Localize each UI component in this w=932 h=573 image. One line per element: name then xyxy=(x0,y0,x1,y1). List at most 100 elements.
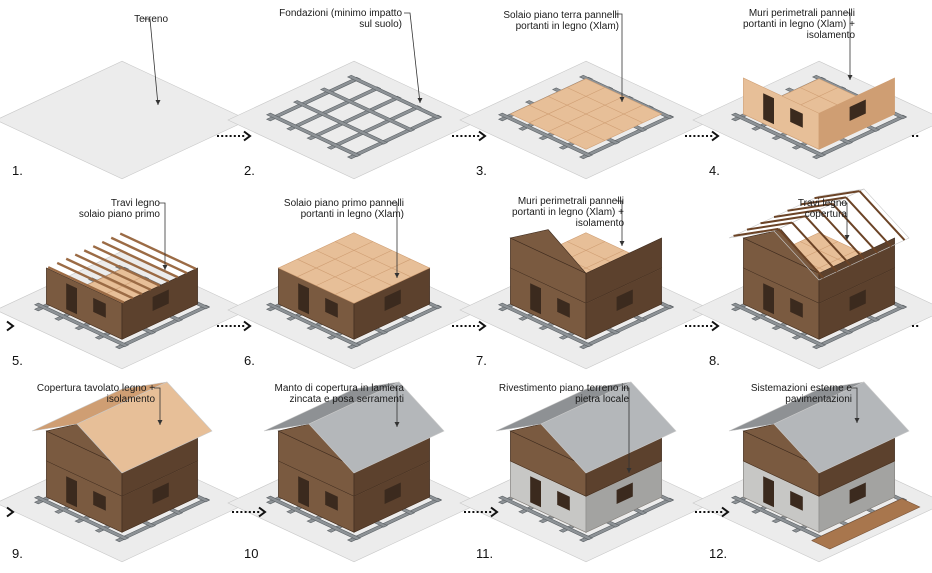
roof-rafter xyxy=(818,209,865,260)
foundation-beam xyxy=(265,76,362,122)
sequence-arrow xyxy=(685,130,720,142)
step-label-line: isolamento xyxy=(106,394,155,405)
arrow-head xyxy=(243,320,252,332)
sequence-arrow xyxy=(695,506,730,518)
step-number: 7. xyxy=(476,353,487,368)
ground-floor-slab xyxy=(509,78,663,150)
roof-rafter xyxy=(831,203,879,254)
step-illustration xyxy=(227,202,481,370)
step-number: 12. xyxy=(709,546,728,561)
foundation-beam xyxy=(33,302,130,348)
floor-beam xyxy=(56,261,134,300)
roof-rafter xyxy=(804,215,852,266)
step-label-line: pavimentazioni xyxy=(785,394,852,405)
roof-rafter xyxy=(760,215,806,225)
foundation-beam xyxy=(326,105,422,150)
sequence-arrow xyxy=(6,506,15,518)
step-number: 9. xyxy=(12,546,23,561)
leader-line xyxy=(844,12,851,80)
wall-openings xyxy=(298,476,401,511)
floor-beam xyxy=(119,232,197,270)
wall-openings xyxy=(763,476,866,511)
sequence-arrow xyxy=(6,320,15,332)
leader-line xyxy=(154,387,161,425)
metal-roof xyxy=(495,381,677,474)
arrow-head xyxy=(258,506,267,518)
step-drawing xyxy=(459,60,713,180)
step-illustration xyxy=(459,200,713,370)
roof-plane-front xyxy=(540,381,677,474)
step-number: 6. xyxy=(244,353,255,368)
sequence-arrow xyxy=(232,506,267,518)
door-opening xyxy=(763,93,774,125)
leader-line xyxy=(404,12,421,104)
foundation-beam xyxy=(811,304,908,350)
window-opening xyxy=(384,482,401,504)
arrow-head xyxy=(478,320,487,332)
arrow-head xyxy=(6,320,15,332)
foundation-beam xyxy=(578,114,675,160)
window-opening xyxy=(152,289,169,311)
window-opening xyxy=(616,289,633,311)
foundation-beam xyxy=(578,304,675,350)
foundation-beam xyxy=(286,86,382,131)
step-label-line: portanti in legno (Xlam) xyxy=(300,209,404,220)
step-label-line: Travi legno xyxy=(110,198,160,209)
step-drawing xyxy=(692,188,932,370)
wall-openings xyxy=(763,283,866,318)
door-opening xyxy=(763,283,774,315)
foundation-beam xyxy=(265,112,362,158)
foundation-beam xyxy=(578,74,675,120)
step-drawing xyxy=(692,381,932,563)
wall-openings xyxy=(530,283,633,318)
floor-beam xyxy=(83,249,161,287)
leader-line xyxy=(391,202,398,278)
leader-arrowhead xyxy=(847,75,853,80)
floor-beam xyxy=(47,266,125,304)
foundation-beam xyxy=(346,497,443,543)
panel-joint xyxy=(529,104,606,141)
leader-line xyxy=(616,200,623,246)
leader-arrowhead xyxy=(394,422,400,427)
foundation-beam xyxy=(497,302,594,348)
leader-arrowhead xyxy=(162,265,168,270)
step-label: Terreno xyxy=(108,14,168,25)
first-floor-walls xyxy=(743,430,895,497)
step-label-line: Manto di copertura in lamiera xyxy=(274,383,404,394)
window-opening xyxy=(849,482,866,504)
step-label-line: portanti in legno (Xlam) + xyxy=(511,207,624,218)
leader-arrowhead xyxy=(844,235,850,240)
step-label-line: Copertura tavolato legno + xyxy=(36,383,155,394)
step-label-line: Muri perimetrali pannelli xyxy=(748,8,855,19)
step-illustration xyxy=(459,13,713,180)
metal-roof xyxy=(263,381,445,474)
window-opening xyxy=(557,490,570,511)
step-label-line: portanti in legno (Xlam) xyxy=(515,21,619,32)
gable xyxy=(509,229,587,274)
foundation-beam xyxy=(578,497,675,543)
step-drawing xyxy=(227,60,481,180)
roof-rafter xyxy=(845,196,892,248)
leader-line xyxy=(391,387,398,427)
leader-arrowhead xyxy=(394,273,400,278)
step-label-line: isolamento xyxy=(575,218,624,229)
gable-wall xyxy=(509,229,587,274)
step-illustration xyxy=(692,188,932,370)
sequence-arrow xyxy=(217,320,252,332)
step-drawing xyxy=(0,60,249,180)
step-number: 4. xyxy=(709,163,720,178)
door-opening xyxy=(530,283,541,315)
foundation-beam xyxy=(346,74,443,120)
door-opening xyxy=(66,476,77,508)
roof-plane-front xyxy=(308,381,445,474)
step-label-line: Fondazioni (minimo impatto xyxy=(279,8,402,19)
step-illustration xyxy=(692,12,932,180)
exterior-paving xyxy=(811,498,921,550)
step-number: 1. xyxy=(12,163,23,178)
foundation-beam xyxy=(265,302,362,348)
